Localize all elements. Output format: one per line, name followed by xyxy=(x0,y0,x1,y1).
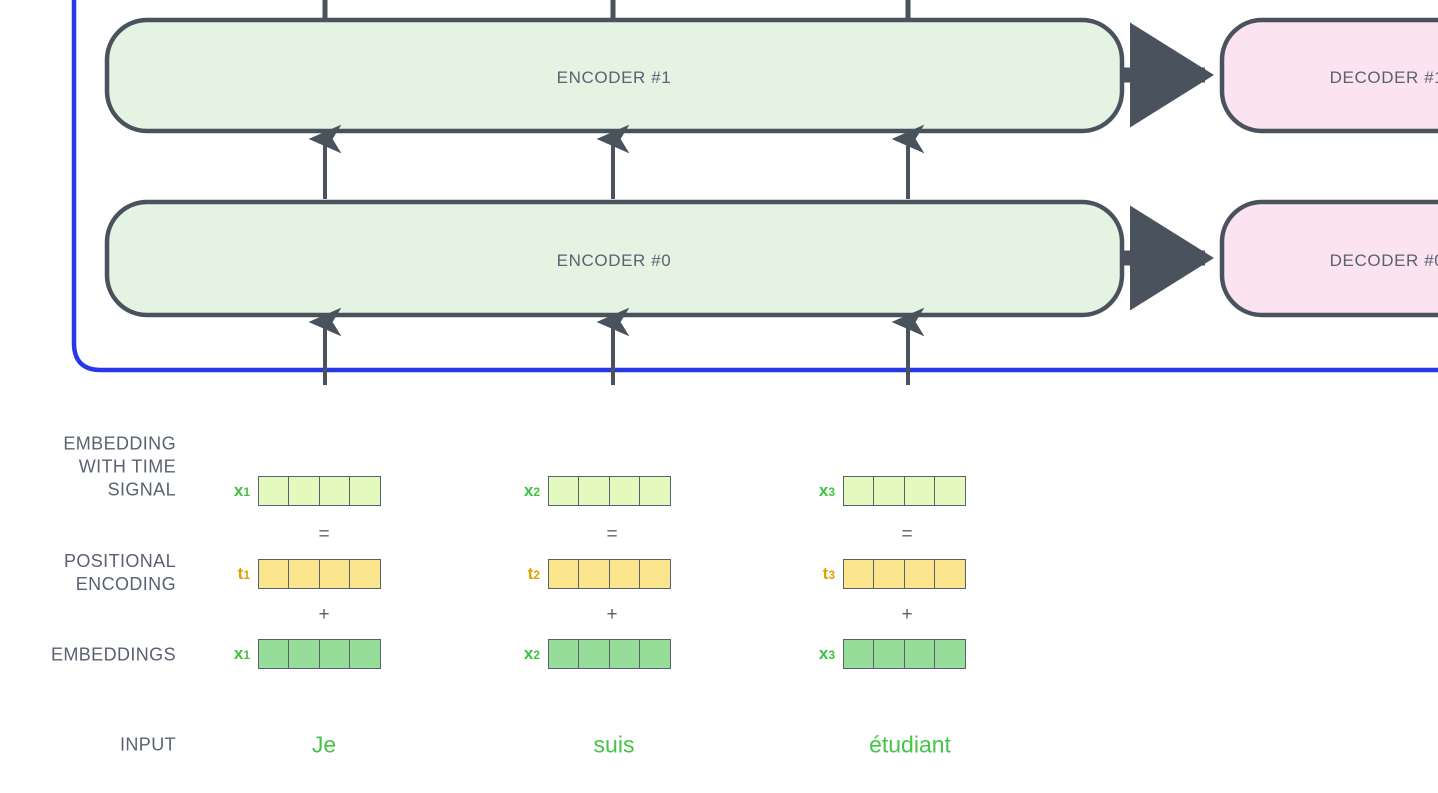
positional-vector-cells-2 xyxy=(548,559,672,589)
vector-cell xyxy=(349,639,382,669)
vector-cell xyxy=(873,476,906,506)
positional-vector-label-1: t1 xyxy=(237,564,250,583)
equals-operator-2: = xyxy=(606,524,618,545)
row-label-embeddings: EMBEDDINGS xyxy=(50,644,176,665)
sum-vector-cells-3 xyxy=(843,476,967,506)
encoder-1-label: ENCODER #1 xyxy=(556,68,672,87)
decoder-1-box[interactable] xyxy=(1219,17,1438,134)
vector-cell xyxy=(318,559,351,589)
plus-operator-2: + xyxy=(606,604,618,625)
vector-cell xyxy=(548,476,580,506)
vector-cell xyxy=(903,639,936,669)
vector-cell xyxy=(288,559,321,589)
input-word-3: étudiant xyxy=(869,731,951,758)
sum-vector-cells-1 xyxy=(258,476,382,506)
vector-cell xyxy=(578,559,611,589)
vector-cell xyxy=(608,639,641,669)
decoder-1-label: DECODER #1 xyxy=(1329,68,1438,87)
positional-vector-cells-3 xyxy=(843,559,967,589)
vector-cell xyxy=(639,639,672,669)
vector-cell xyxy=(318,639,351,669)
vector-cell xyxy=(349,476,382,506)
positional-vector-label-2: t2 xyxy=(527,564,540,583)
sum-vector-label-1: x1 xyxy=(233,481,250,500)
row-label-input: INPUT xyxy=(120,734,176,755)
embedding-vector-cells-2 xyxy=(548,639,672,669)
input-word-1: Je xyxy=(311,731,337,758)
vector-cell xyxy=(608,476,641,506)
input-word-2: suis xyxy=(593,731,635,758)
vector-cell xyxy=(288,476,321,506)
vector-cell xyxy=(578,476,611,506)
sum-vector-label-2: x2 xyxy=(523,481,540,500)
embedding-vector-cells-3 xyxy=(843,639,967,669)
positional-vector-cells-1 xyxy=(258,559,382,589)
embedding-vector-label-1: x1 xyxy=(233,644,250,663)
row-label-embedding-with-time-signal: EMBEDDING WITH TIME SIGNAL xyxy=(63,433,176,500)
embedding-vector-cells-1 xyxy=(258,639,382,669)
vector-cell xyxy=(548,559,580,589)
vector-cell xyxy=(873,639,906,669)
vector-cell xyxy=(258,476,290,506)
vector-cell xyxy=(873,559,906,589)
vector-cell xyxy=(578,639,611,669)
embedding-vector-label-3: x3 xyxy=(818,644,835,663)
equals-operator-3: = xyxy=(901,524,913,545)
vector-cell xyxy=(258,639,290,669)
positional-vector-label-3: t3 xyxy=(822,564,835,583)
plus-operator-3: + xyxy=(901,604,913,625)
vector-cell xyxy=(548,639,580,669)
vector-cell xyxy=(934,639,967,669)
vector-cell xyxy=(639,559,672,589)
equals-operator-1: = xyxy=(318,524,330,545)
vector-cell xyxy=(934,559,967,589)
decoder-0-label: DECODER #0 xyxy=(1329,251,1438,270)
vector-cell xyxy=(258,559,290,589)
vector-cell xyxy=(288,639,321,669)
plus-operator-1: + xyxy=(318,604,330,625)
vector-cell xyxy=(843,639,875,669)
encoder-0-label: ENCODER #0 xyxy=(556,251,672,270)
decoder-0-box[interactable] xyxy=(1219,199,1438,318)
sum-vector-cells-2 xyxy=(548,476,672,506)
input-to-encoder0-arrows xyxy=(308,307,925,385)
vector-cell xyxy=(903,559,936,589)
embedding-vector-label-2: x2 xyxy=(523,644,540,663)
vector-cell xyxy=(349,559,382,589)
encoder1-output-lines xyxy=(322,0,911,22)
vector-cell xyxy=(318,476,351,506)
vector-cell xyxy=(608,559,641,589)
encoder0-to-encoder1-arrows xyxy=(308,124,925,199)
encoder-stack-container-outline xyxy=(71,0,1438,373)
vector-cell xyxy=(843,476,875,506)
vector-cell xyxy=(843,559,875,589)
vector-cell xyxy=(639,476,672,506)
vector-cell xyxy=(934,476,967,506)
vector-cell xyxy=(903,476,936,506)
row-label-positional-encoding: POSITIONAL ENCODING xyxy=(63,551,176,594)
sum-vector-label-3: x3 xyxy=(818,481,835,500)
